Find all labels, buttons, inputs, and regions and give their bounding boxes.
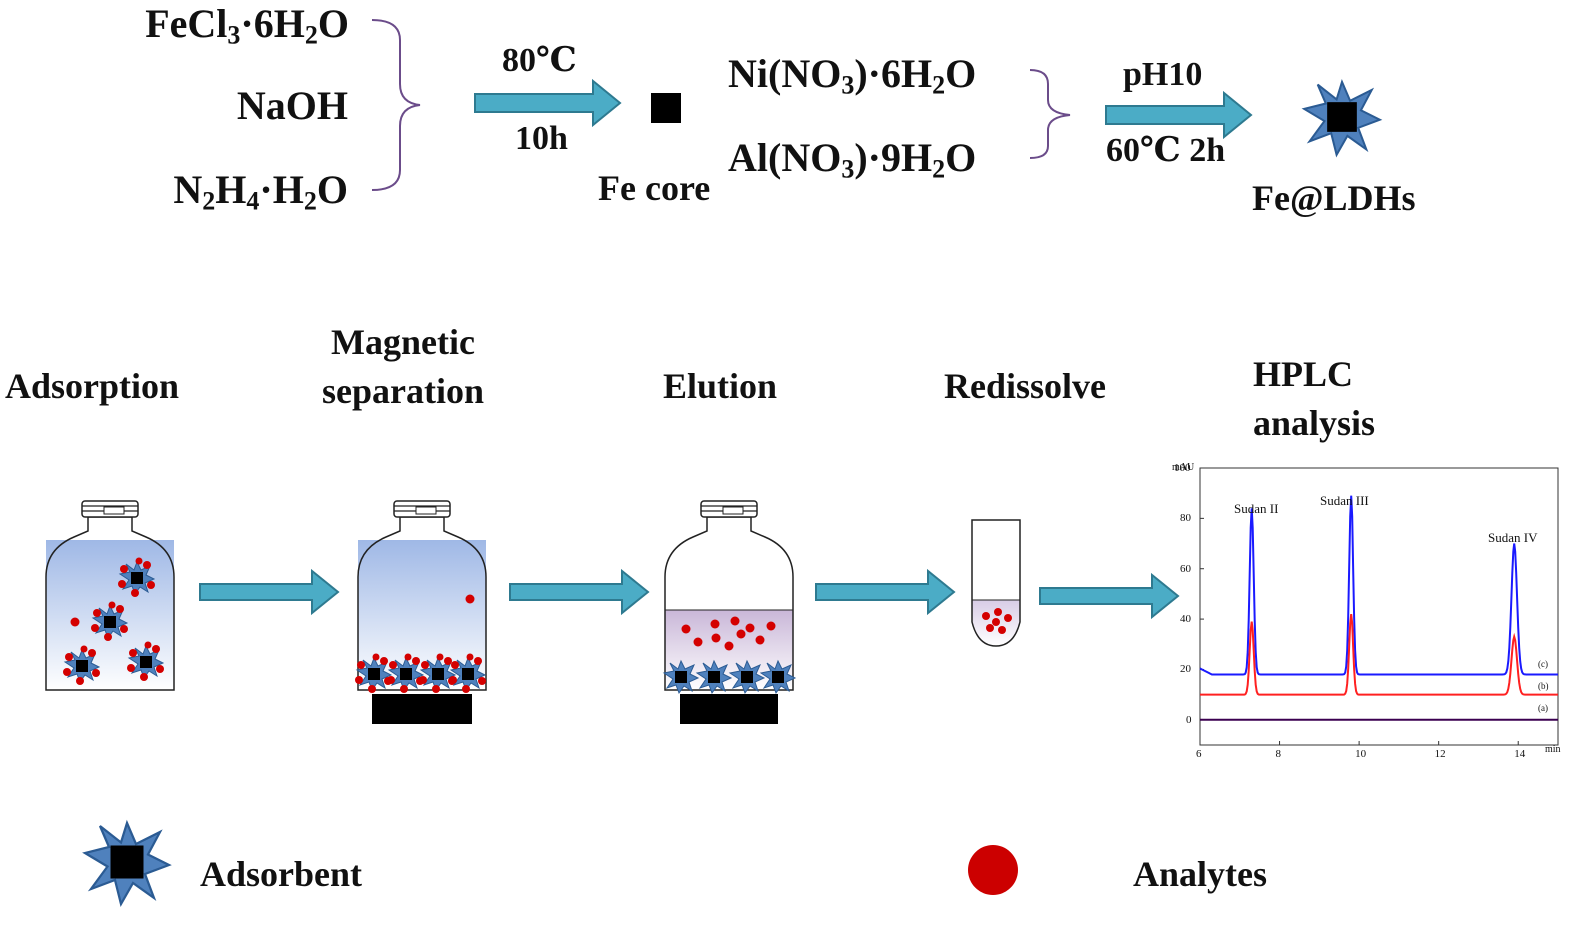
step1-time: 10h [515, 120, 568, 157]
fe-core-square [651, 93, 681, 123]
step-title-hplc-analysis: HPLC analysis [1253, 354, 1376, 443]
y-tick-label: 80 [1180, 512, 1191, 525]
x-tick-label: 12 [1434, 748, 1446, 760]
x-tick-label: 14 [1514, 748, 1526, 760]
magnet [372, 694, 472, 724]
trace-label-b: (b) [1538, 681, 1549, 691]
step-title-elution: Elution [663, 366, 778, 406]
legend-adsorbent-label: Adsorbent [200, 854, 363, 894]
step2-ph: pH10 [1123, 56, 1203, 93]
y-tick-label: 20 [1180, 663, 1191, 676]
chromatogram-trace-b [1200, 613, 1558, 696]
reagent-fecl3: FeCl3·6H2O [145, 1, 349, 50]
chromatogram-trace-c [1199, 495, 1558, 676]
trace-label-c: (c) [1538, 659, 1548, 669]
reagent-naoh: NaOH [236, 83, 348, 128]
synthesis-arrow-2 [1105, 92, 1252, 138]
step2-temp-time: 60℃ 2h [1106, 132, 1226, 169]
procedure-arrow-2 [509, 570, 649, 614]
step1-temperature: 80℃ [502, 42, 577, 79]
fe-core-label: Fe core [598, 168, 711, 208]
trace-label-a: (a) [1538, 703, 1548, 713]
fe-ldhs-label: Fe@LDHs [1252, 178, 1416, 218]
fe-ldhs-icon [1303, 80, 1381, 156]
analyte-legend-icon [968, 845, 1018, 895]
tube-redissolve [971, 519, 1021, 647]
eluted-analytes [681, 616, 776, 651]
step-title-redissolve: Redissolve [944, 366, 1106, 406]
procedure-arrow-3 [815, 570, 955, 614]
y-tick-label: 100 [1174, 462, 1191, 474]
step-title-adsorption: Adsorption [5, 366, 180, 406]
x-tick-label: 6 [1196, 748, 1202, 760]
peak-label-sudan-iv: Sudan IV [1488, 530, 1538, 545]
reagent-brace-1 [371, 19, 421, 191]
reagent-hydrazine: N2H4·H2O [173, 167, 348, 216]
magnet [680, 694, 778, 724]
hplc-x-unit: min [1545, 744, 1561, 755]
reagent-ni-nitrate: Ni(NO3)·6H2O [728, 51, 977, 100]
x-tick-label: 10 [1355, 748, 1367, 760]
reagent-brace-2 [1029, 69, 1071, 159]
y-tick-label: 60 [1180, 562, 1191, 575]
legend-analytes-label: Analytes [1133, 854, 1267, 894]
hplc-traces [1199, 495, 1558, 721]
x-tick-label: 8 [1275, 748, 1282, 760]
hplc-y-unit: mAU [1172, 462, 1195, 473]
synthesis-arrow-1 [474, 80, 621, 126]
bottle-elution [664, 500, 794, 691]
procedure-arrow-1 [199, 570, 339, 614]
y-tick-label: 40 [1180, 613, 1191, 626]
y-tick-label: 0 [1186, 713, 1192, 726]
step-title-magnetic-separation: Magnetic separation [322, 322, 484, 411]
reagent-al-nitrate: Al(NO3)·9H2O [728, 135, 977, 184]
peak-label-sudan-iii: Sudan III [1320, 493, 1369, 508]
procedure-arrow-4 [1039, 574, 1179, 618]
hplc-chart [1199, 467, 1559, 746]
peak-label-sudan-ii: Sudan II [1234, 501, 1279, 516]
adsorbent-legend-icon [83, 821, 171, 906]
